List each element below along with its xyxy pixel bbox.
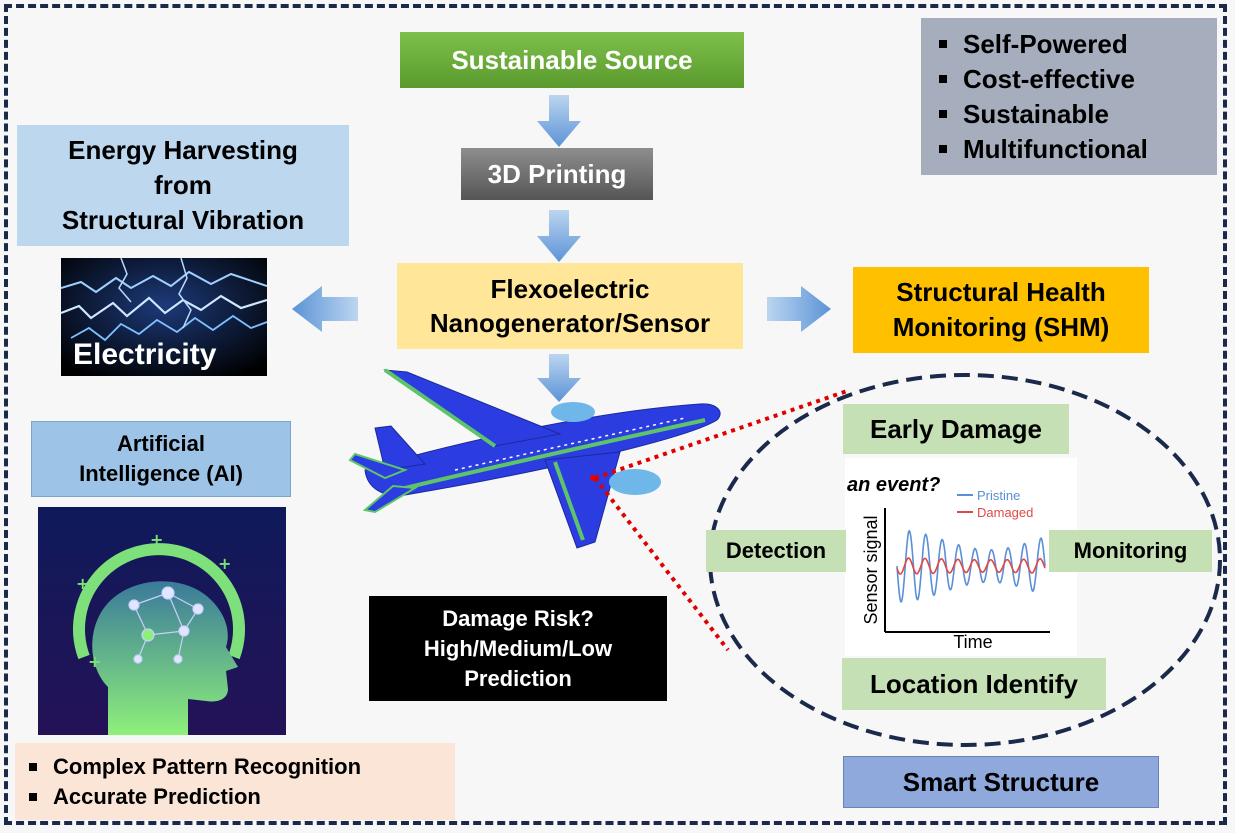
svg-text:+: +	[88, 652, 101, 671]
shm-line1: Structural Health	[896, 277, 1106, 307]
airplane-image	[348, 368, 721, 549]
arrow-left	[292, 286, 358, 332]
shm-line2: Monitoring (SHM)	[892, 312, 1110, 342]
outer-dashed-frame	[4, 4, 1227, 825]
risk-line2: High/Medium/Low	[423, 635, 613, 661]
legend-damaged: Damaged	[977, 505, 1033, 520]
ai-capabilities-list: Complex Pattern Recognition Accurate Pre…	[27, 752, 361, 812]
ai-box: Artificial Intelligence (AI)	[31, 421, 291, 497]
ai-capability-item: Accurate Prediction	[27, 782, 361, 812]
nanogenerator-line1: Flexoelectric	[490, 274, 650, 304]
smart-structure-box: Smart Structure	[843, 756, 1159, 808]
risk-line3: Prediction	[464, 665, 572, 691]
energy-line3: Structural Vibration	[61, 205, 305, 235]
smart-structure-label: Smart Structure	[902, 766, 1100, 797]
feature-item: Cost-effective	[937, 62, 1148, 97]
arrow-down-2	[537, 210, 581, 262]
ai-line2: Intelligence (AI)	[79, 461, 243, 486]
nanogenerator-box: Flexoelectric Nanogenerator/Sensor	[397, 263, 743, 349]
ai-capability-item: Complex Pattern Recognition	[27, 752, 361, 782]
3d-printing-label: 3D Printing	[487, 158, 627, 189]
detection-box: Detection	[706, 530, 846, 572]
sustainable-source-box: Sustainable Source	[400, 32, 744, 88]
electricity-label: Electricity	[73, 338, 217, 371]
location-identify-label: Location Identify	[870, 668, 1078, 699]
detection-label: Detection	[725, 538, 827, 563]
ai-head-image: +++++	[38, 507, 286, 735]
monitoring-label: Monitoring	[1073, 538, 1188, 563]
signal-plot: an event? Pristine Damaged Sensor signal…	[845, 458, 1077, 656]
shm-box: Structural Health Monitoring (SHM)	[853, 267, 1149, 353]
energy-harvesting-box: Energy Harvesting from Structural Vibrat…	[17, 125, 349, 246]
features-box: Self-Powered Cost-effective Sustainable …	[921, 18, 1217, 175]
sustainable-source-label: Sustainable Source	[451, 44, 693, 75]
arrow-down-1	[537, 95, 581, 147]
electricity-image: Electricity	[61, 258, 267, 376]
feature-item: Sustainable	[937, 97, 1148, 132]
svg-text:+: +	[76, 574, 89, 593]
ai-capabilities-box: Complex Pattern Recognition Accurate Pre…	[15, 743, 455, 820]
lightning-icon	[61, 258, 267, 376]
brain-head-icon: +++++	[38, 507, 286, 735]
location-identify-box: Location Identify	[842, 658, 1106, 710]
nanogenerator-line2: Nanogenerator/Sensor	[429, 308, 711, 338]
plot-xlabel: Time	[953, 632, 992, 652]
risk-line1: Damage Risk?	[442, 605, 594, 631]
plot-ylabel: Sensor signal	[861, 515, 881, 624]
arrow-right	[767, 286, 831, 332]
3d-printing-box: 3D Printing	[461, 148, 653, 200]
early-damage-label: Early Damage	[870, 413, 1042, 444]
feature-item: Multifunctional	[937, 132, 1148, 167]
legend-pristine: Pristine	[977, 488, 1020, 503]
monitoring-box: Monitoring	[1049, 530, 1212, 572]
pristine-signal-line	[896, 529, 1046, 603]
energy-line1: Energy Harvesting	[68, 135, 298, 165]
svg-text:+: +	[218, 554, 231, 573]
svg-text:+: +	[220, 574, 233, 593]
svg-text:+: +	[150, 530, 163, 549]
signal-plot-svg: an event? Pristine Damaged Sensor signal…	[847, 474, 1050, 652]
feature-item: Self-Powered	[937, 27, 1148, 62]
ai-line1: Artificial	[116, 431, 206, 456]
energy-line2: from	[154, 170, 212, 200]
damage-risk-box: Damage Risk? High/Medium/Low Prediction	[369, 596, 667, 701]
arrow-down-3	[537, 354, 581, 402]
features-list: Self-Powered Cost-effective Sustainable …	[937, 27, 1148, 167]
plot-question: an event?	[847, 474, 940, 496]
damaged-signal-line	[896, 557, 1046, 575]
early-damage-box: Early Damage	[843, 404, 1069, 454]
